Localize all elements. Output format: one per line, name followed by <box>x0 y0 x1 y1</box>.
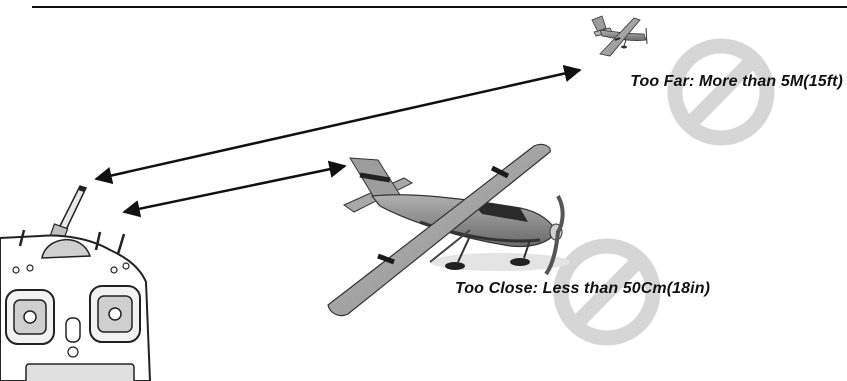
too-close-label: Too Close: Less than 50Cm(18in) <box>455 280 710 298</box>
rc-transmitter-icon <box>0 186 150 381</box>
far-distance-arrow <box>96 70 580 179</box>
too-far-label: Too Far: More than 5M(15ft) <box>630 73 843 91</box>
close-distance-arrow <box>124 166 345 212</box>
prohibited-icon-far <box>675 46 767 138</box>
airplane-icon-far <box>592 16 647 56</box>
